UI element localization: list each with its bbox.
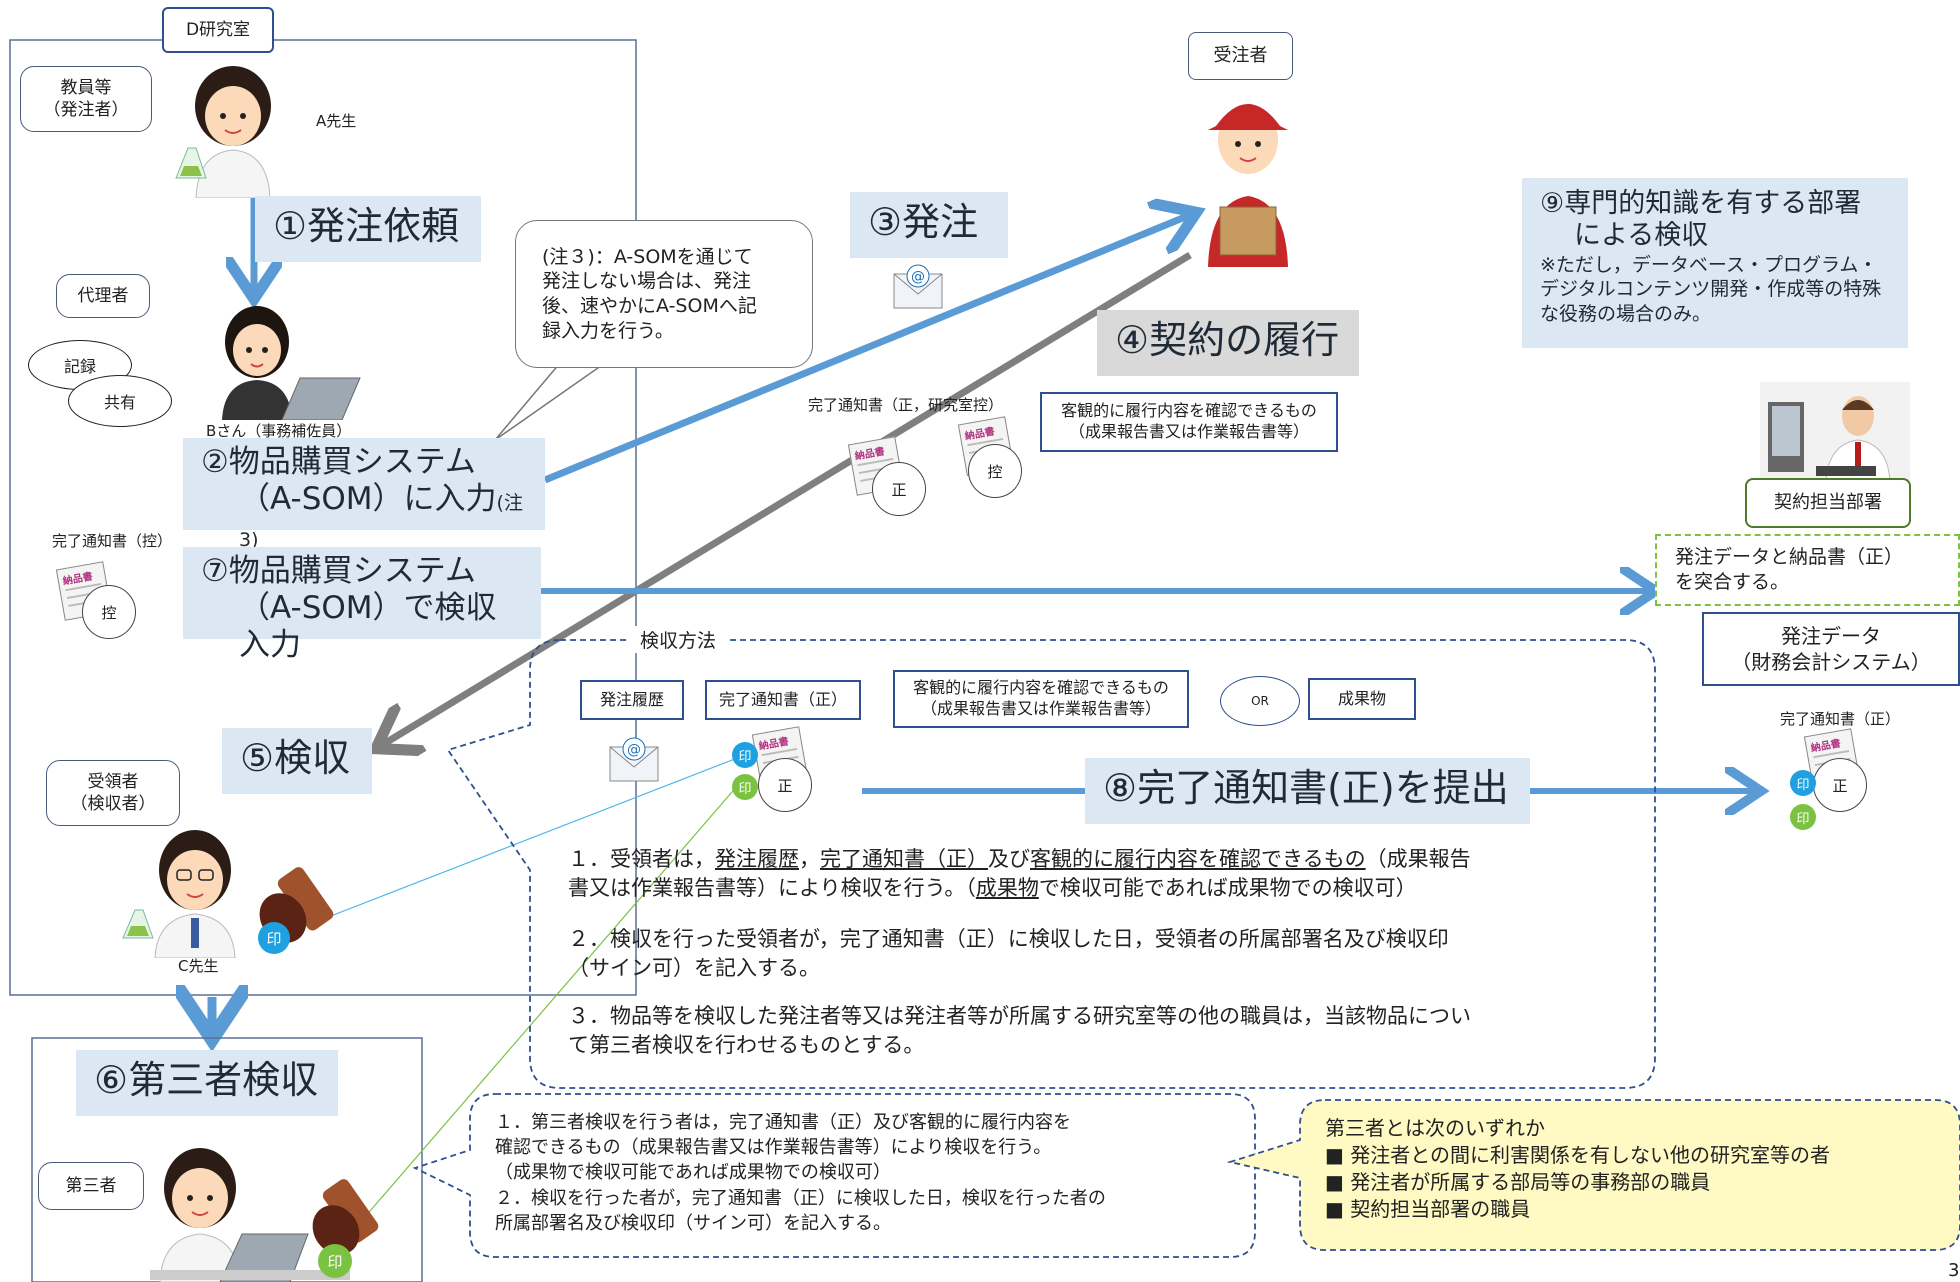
assistant-name: Bさん（事務補佐員）: [206, 422, 352, 440]
step-7-line2: （A-SOM）で検収入力: [239, 590, 497, 664]
step-5-inspection: ⑤検収: [222, 728, 372, 794]
lab-title-text: D研究室: [185, 19, 251, 40]
step-9-note-1: ※ただし，データベース・プログラム・: [1540, 253, 1878, 276]
inspection-method-title: 検収方法: [628, 626, 729, 653]
email-icon-order: @: [893, 264, 943, 309]
teacher-illustration: [175, 66, 271, 198]
receiver-bubble: 受領者 （検収者）: [46, 760, 180, 826]
step-2-note: (注3): [239, 492, 523, 552]
completion-both-label: 完了通知書（正，研究室控）: [808, 396, 1004, 414]
step-2-system-input: ②物品購買システム （A-SOM）に入力(注3): [183, 438, 545, 551]
inspection-item-1: １．受領者は，発注履歴，完了通知書（正）及び客観的に履行内容を確認できるもの（成…: [568, 847, 1471, 901]
objective-doc-box: 客観的に履行内容を確認できるもの （成果報告書又は作業報告書等）: [893, 670, 1189, 728]
svg-text:@: @: [627, 742, 641, 758]
receiver-stamp: 印: [258, 922, 290, 954]
arrow-order: [543, 215, 1190, 484]
inspection-item-2: ２．検収を行った受領者が，完了通知書（正）に検収した日，受領者の所属部署名及び検…: [568, 927, 1449, 981]
step-1-order-request: ①発注依頼: [255, 196, 481, 262]
seal-original-center: 正: [872, 462, 926, 516]
teacher-name: A先生: [316, 112, 357, 130]
order-history-box: 発注履歴: [580, 680, 684, 720]
contract-staff-illustration: [1760, 382, 1910, 482]
completion-original-box: 完了通知書（正）: [705, 680, 861, 720]
third-party-def-title: 第三者とは次のいずれか: [1325, 1116, 1545, 1140]
third-party-def-item: ■ 契約担当部署の職員: [1325, 1197, 1531, 1221]
seal-original-right: 正: [1813, 758, 1867, 812]
assistant-illustration: [222, 306, 361, 420]
third-party-def-item: ■ 発注者との間に利害関係を有しない他の研究室等の者: [1325, 1143, 1831, 1167]
receiver-name: C先生: [178, 957, 219, 975]
contractor-illustration: [1208, 104, 1288, 267]
share-ellipse: 共有: [68, 375, 172, 427]
step-9-line2: による検収: [1574, 220, 1709, 252]
step-3-order: ③発注: [850, 192, 1008, 258]
email-icon-history: @: [609, 737, 659, 782]
stamp-blue-right: 印: [1790, 770, 1816, 796]
step-4-contract-performance: ④契約の履行: [1097, 310, 1359, 376]
step-7-line1: ⑦物品購買システム: [201, 553, 476, 589]
stamp-blue-panel: 印: [732, 742, 758, 768]
teacher-bubble: 教員等 （発注者）: [20, 66, 152, 132]
note3-callout: (注３)：A-SOMを通じて 発注しない場合は、発注 後、速やかにA-SOMへ記…: [515, 220, 813, 368]
agent-bubble: 代理者: [56, 274, 150, 318]
stamp-green-panel: 印: [732, 774, 758, 800]
inspection-item-3: ３．物品等を検収した発注者等又は発注者等が所属する研究室等の他の職員は，当該物品…: [568, 1004, 1471, 1058]
step-6-third-party-inspection: ⑥第三者検収: [76, 1050, 338, 1116]
third-party-stamp: 印: [318, 1244, 352, 1278]
third-party-bubble: 第三者: [38, 1162, 144, 1210]
page-number: 3: [1948, 1260, 1960, 1281]
third-party-definition: 第三者とは次のいずれか ■ 発注者との間に利害関係を有しない他の研究室等の者 ■…: [1325, 1115, 1950, 1223]
completion-original-label-right: 完了通知書（正）: [1780, 710, 1901, 728]
step-9-expert-inspection: ⑨専門的知識を有する部署 による検収 ※ただし，データベース・プログラム・ デジ…: [1522, 178, 1908, 348]
stamp-green-right: 印: [1790, 804, 1816, 830]
seal-copy-center: 控: [968, 444, 1022, 498]
step-9-note-3: な役務の場合のみ。: [1540, 303, 1712, 326]
step-8-submit-completion: ⑧完了通知書(正)を提出: [1085, 758, 1530, 824]
contractor-label: 受注者: [1188, 32, 1293, 80]
lab-title: D研究室: [162, 7, 274, 53]
step-9-note-2: デジタルコンテンツ開発・作成等の特殊: [1540, 278, 1882, 301]
step-2-line2: （A-SOM）に入力: [239, 481, 497, 518]
receiver-illustration: [122, 830, 334, 958]
seal-copy-left: 控: [82, 585, 136, 639]
contract-dept-label: 契約担当部署: [1745, 478, 1911, 528]
stamp-link-third: [331, 784, 739, 1256]
third-party-method-panel: [412, 1093, 1256, 1258]
third-party-def-panel: [1226, 1099, 1960, 1251]
step-2-line1: ②物品購買システム: [201, 444, 476, 480]
note3-pointer: [494, 362, 606, 441]
match-text-box: 発注データと納品書（正） を突合する。: [1655, 534, 1960, 606]
third-party-frame: [31, 1037, 423, 1282]
deliverable-box: 成果物: [1308, 678, 1416, 720]
arrow-delivery: [382, 252, 1192, 745]
inspection-method-panel: [446, 639, 1656, 1089]
third-party-method-text: １．第三者検収を行う者は，完了通知書（正）及び客観的に履行内容を 確認できるもの…: [495, 1112, 1106, 1234]
order-data-box: 発注データ （財務会計システム）: [1702, 612, 1960, 686]
seal-original-panel: 正: [758, 758, 812, 812]
lab-frame: [9, 39, 637, 996]
or-ellipse: OR: [1220, 676, 1300, 726]
completion-copy-label: 完了通知書（控）: [52, 532, 173, 550]
svg-text:@: @: [911, 269, 925, 285]
objective-doc-box-top: 客観的に履行内容を確認できるもの （成果報告書又は作業報告書等）: [1040, 392, 1338, 452]
third-party-def-item: ■ 発注者が所属する部局等の事務部の職員: [1325, 1170, 1711, 1194]
third-party-illustration: [150, 1148, 379, 1282]
step-9-line1: ⑨専門的知識を有する部署: [1540, 188, 1862, 219]
step-7-inspection-input: ⑦物品購買システム （A-SOM）で検収入力: [183, 547, 541, 663]
